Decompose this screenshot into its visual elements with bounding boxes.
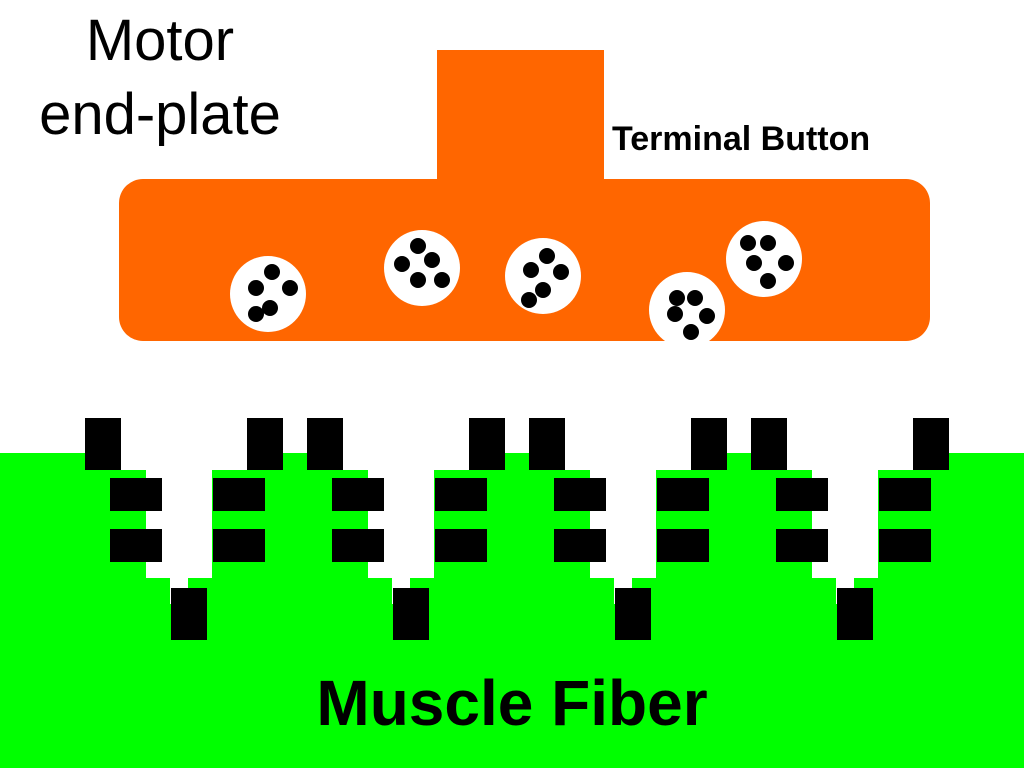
neurotransmitter-dot [760,235,776,251]
receptor [213,478,265,511]
receptor [837,588,873,640]
receptor [332,529,384,562]
axon-stalk [437,50,604,182]
receptor [110,478,162,511]
neurotransmitter-dot [262,300,278,316]
neurotransmitter-dot [740,235,756,251]
neurotransmitter-dot [667,306,683,322]
vesicle [505,238,581,314]
neurotransmitter-dot [248,280,264,296]
neurotransmitter-dot [434,272,450,288]
neurotransmitter-dot [746,255,762,271]
receptor [657,529,709,562]
receptor [393,588,429,640]
receptor [213,529,265,562]
receptor [247,418,283,470]
vesicle [726,221,802,297]
vesicle-membrane [649,272,725,348]
neurotransmitter-dot [687,290,703,306]
neurotransmitter-dot [535,282,551,298]
neurotransmitter-dot [669,290,685,306]
junctional-fold [307,418,505,640]
neurotransmitter-dot [264,264,280,280]
receptor [879,529,931,562]
neurotransmitter-dot [683,324,699,340]
synaptic-vesicles [230,221,802,348]
neurotransmitter-dot [282,280,298,296]
terminal-button-label: Terminal Button [612,120,871,158]
junctional-fold [529,418,727,640]
receptor [469,418,505,470]
receptor [657,478,709,511]
neurotransmitter-dot [424,252,440,268]
neurotransmitter-dot [394,256,410,272]
neurotransmitter-dot [410,272,426,288]
receptor [307,418,343,470]
neurotransmitter-dot [248,306,264,322]
receptor [110,529,162,562]
receptor [691,418,727,470]
receptor [751,418,787,470]
neurotransmitter-dot [539,248,555,264]
neurotransmitter-dot [521,292,537,308]
vesicle [384,230,460,306]
receptor [554,478,606,511]
receptor [879,478,931,511]
receptor [171,588,207,640]
neurotransmitter-dot [778,255,794,271]
receptor [435,478,487,511]
receptor [776,478,828,511]
junctional-fold [751,418,949,640]
muscle-fiber-label: Muscle Fiber [316,667,708,739]
neurotransmitter-dot [410,238,426,254]
junctional-fold [85,418,283,640]
neurotransmitter-dot [699,308,715,324]
receptor [776,529,828,562]
receptor [913,418,949,470]
vesicle [649,272,725,348]
neurotransmitter-dot [553,264,569,280]
motor-label-line1: Motor [85,8,235,73]
receptor [615,588,651,640]
receptor [554,529,606,562]
neurotransmitter-dot [523,262,539,278]
motor-label-line2: end-plate [39,82,281,147]
receptor [332,478,384,511]
receptor [529,418,565,470]
vesicle [230,256,306,332]
receptor [85,418,121,470]
receptor [435,529,487,562]
junctional-folds [85,418,949,640]
neurotransmitter-dot [760,273,776,289]
motor-end-plate-label: Motor end-plate [20,4,300,152]
